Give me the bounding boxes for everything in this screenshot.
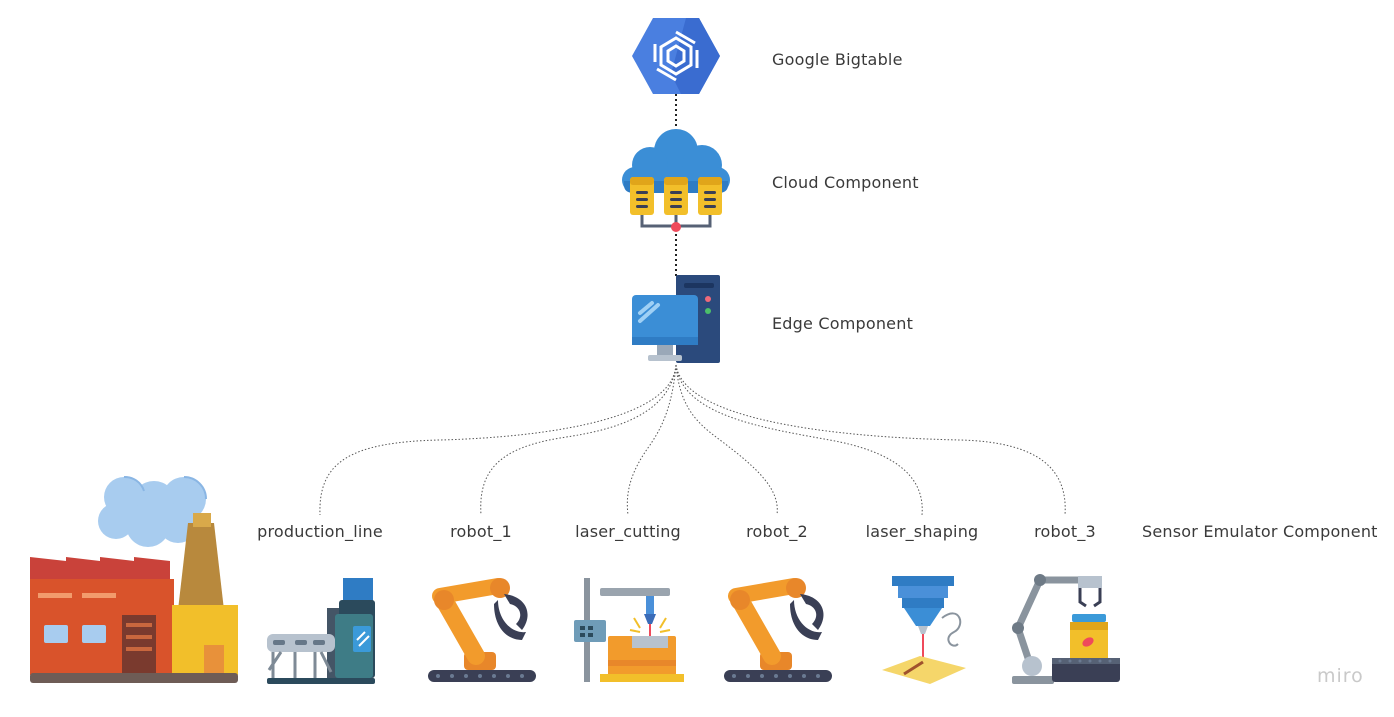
edge-robot-2-connector <box>675 364 778 516</box>
edge-robot-1-connector <box>480 364 677 516</box>
device-label-robot-2: robot_2 <box>746 522 808 541</box>
cloud-component-label: Cloud Component <box>772 173 919 192</box>
robot-arm-icon <box>428 578 536 682</box>
laser-engraver-icon <box>882 576 966 684</box>
edge-robot-3-connector <box>675 364 1066 516</box>
bigtable-label: Google Bigtable <box>772 50 903 69</box>
device-label-laser-shaping: laser_shaping <box>865 522 979 541</box>
robot-arm-icon <box>724 578 832 682</box>
edge-production-line-connector <box>319 364 677 516</box>
device-label-robot-3: robot_3 <box>1034 522 1096 541</box>
sensor-emulator-label: Sensor Emulator Component <box>1142 522 1378 541</box>
bigtable-hexagon-icon <box>632 18 720 94</box>
edge-laser-cutting-connector <box>626 364 677 516</box>
desktop-computer-icon <box>632 275 720 363</box>
edge-laser-shaping-connector <box>675 364 923 516</box>
device-label-laser-cutting: laser_cutting <box>575 522 681 541</box>
device-label-production-line: production_line <box>257 522 383 541</box>
device-label-robot-1: robot_1 <box>450 522 512 541</box>
laser-cutter-icon <box>574 578 684 682</box>
cloud-server-icon <box>622 129 730 232</box>
conveyor-machine-icon <box>267 578 375 684</box>
factory-icon <box>30 475 238 683</box>
edge-component-label: Edge Component <box>772 314 914 333</box>
miro-watermark: miro <box>1317 665 1364 687</box>
robot-gripper-icon <box>1012 574 1120 684</box>
